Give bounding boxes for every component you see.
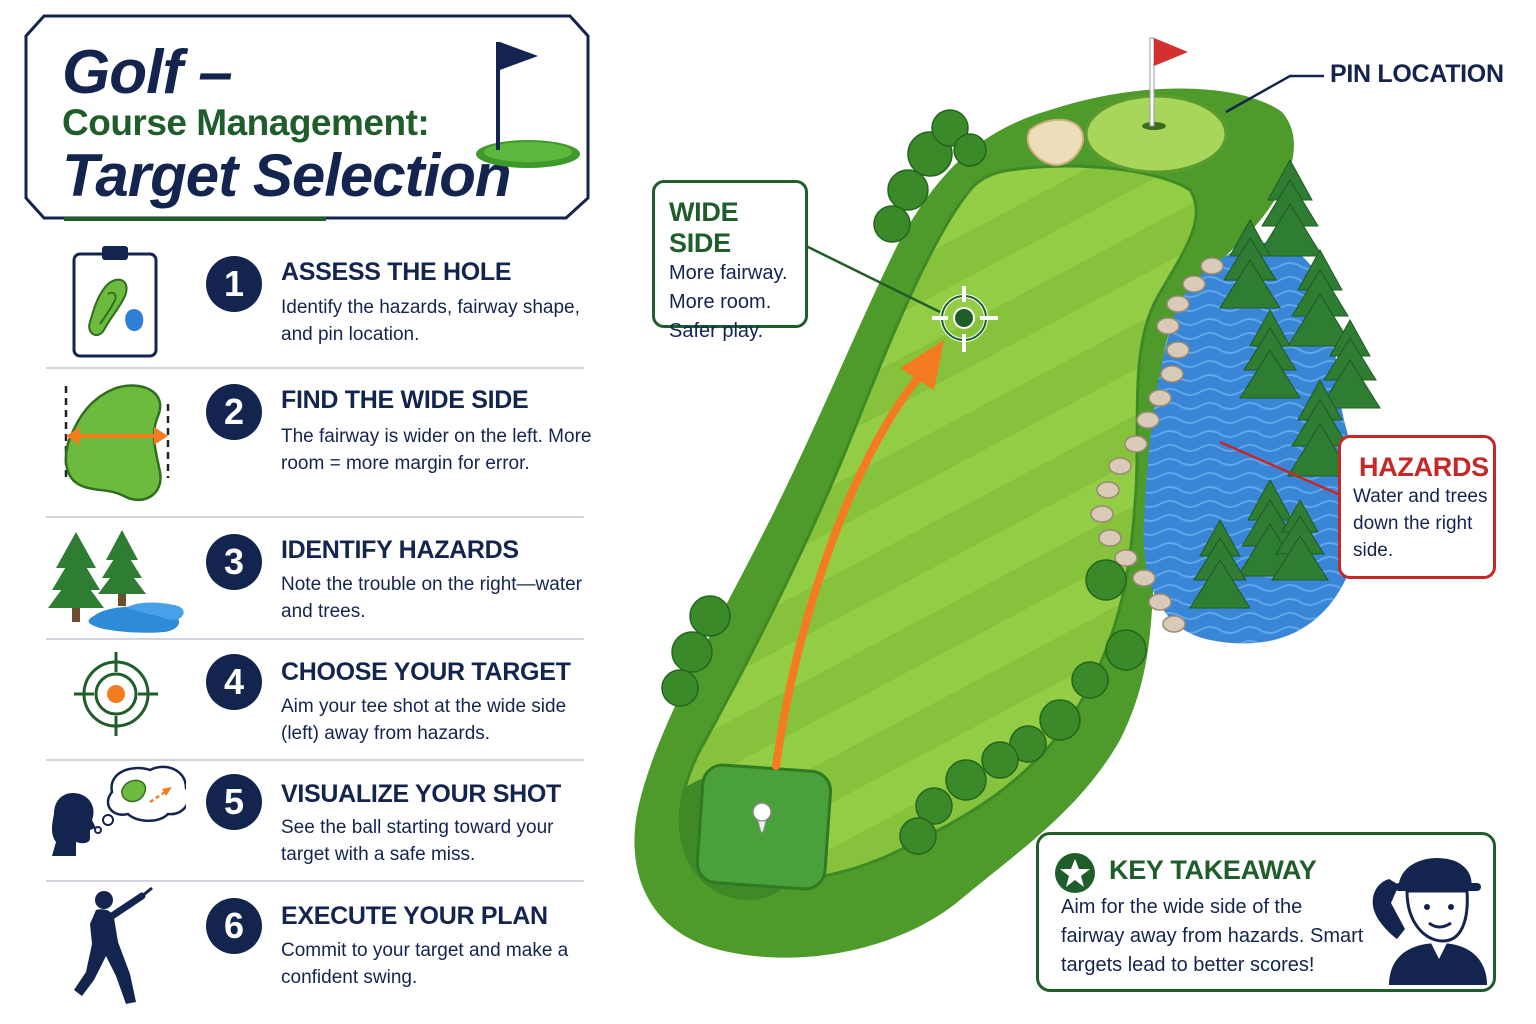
pin-flag-icon bbox=[1142, 37, 1188, 130]
step-2-heading: FIND THE WIDE SIDE bbox=[281, 386, 529, 414]
step-6-body: Commit to your target and make a confide… bbox=[281, 940, 569, 988]
bunker bbox=[1026, 118, 1085, 167]
green bbox=[1084, 94, 1228, 174]
step-divider bbox=[46, 638, 584, 640]
hazards-leader bbox=[1219, 440, 1339, 496]
aim-target-icon bbox=[932, 286, 998, 352]
trees-water-icon bbox=[48, 530, 184, 633]
shot-path-arrow bbox=[772, 340, 944, 770]
key-takeaway-card: KEY TAKEAWAY Aim for the wide side of th… bbox=[1036, 832, 1496, 992]
step-1-number: 1 bbox=[206, 256, 262, 312]
title-underline bbox=[64, 217, 326, 221]
golfer-swing-icon bbox=[74, 886, 153, 1004]
flag-green-icon bbox=[476, 42, 580, 168]
step-5: 5 VISUALIZE YOUR SHOT See the ball start… bbox=[46, 762, 584, 878]
hazards-line-1: Water and trees bbox=[1353, 486, 1488, 507]
pin-location-label: PIN LOCATION bbox=[1330, 60, 1504, 88]
pine-trees bbox=[1189, 158, 1381, 609]
step-3: 3 IDENTIFY HAZARDS Note the trouble on t… bbox=[46, 528, 584, 636]
wide-side-callout: WIDE SIDE More fairway. More room. Safer… bbox=[652, 180, 808, 342]
step-6: 6 EXECUTE YOUR PLAN Commit to your targe… bbox=[46, 884, 584, 1008]
step-2-number: 2 bbox=[206, 384, 262, 440]
step-divider bbox=[46, 367, 584, 369]
fairway-width-icon bbox=[64, 384, 170, 502]
step-2: 2 FIND THE WIDE SIDE The fairway is wide… bbox=[46, 380, 591, 510]
title-card: Golf – Course Management: Target Selecti… bbox=[24, 14, 590, 221]
wide-side-line-2: More room. bbox=[669, 291, 772, 313]
key-takeaway-body: Aim for the wide side of the fairway awa… bbox=[1061, 896, 1364, 976]
hole-illustration bbox=[634, 37, 1381, 958]
step-3-body: Note the trouble on the right—water and … bbox=[281, 574, 583, 622]
crosshair-target-icon bbox=[74, 652, 158, 736]
hazards-line-3: side. bbox=[1353, 540, 1394, 561]
step-5-body: See the ball starting toward your target… bbox=[281, 817, 554, 865]
step-4-heading: CHOOSE YOUR TARGET bbox=[281, 658, 571, 686]
step-5-heading: VISUALIZE YOUR SHOT bbox=[281, 780, 561, 808]
wide-side-line-3: Safer play. bbox=[669, 320, 764, 342]
step-divider bbox=[46, 759, 584, 761]
step-6-number: 6 bbox=[206, 898, 262, 954]
step-divider bbox=[46, 516, 584, 518]
hazards-callout: HAZARDS Water and trees down the right s… bbox=[1338, 435, 1496, 579]
title-line-2: Course Management: bbox=[62, 102, 430, 143]
star-badge-icon bbox=[1055, 853, 1095, 893]
golfer-salute-icon bbox=[1372, 857, 1487, 985]
step-3-number: 3 bbox=[206, 534, 262, 590]
step-4: 4 CHOOSE YOUR TARGET Aim your tee shot a… bbox=[46, 650, 584, 758]
step-2-body: The fairway is wider on the left. More r… bbox=[281, 426, 592, 474]
clipboard-hole-map-icon bbox=[72, 246, 158, 358]
visualize-thought-icon bbox=[52, 765, 186, 856]
wide-side-leader bbox=[805, 244, 941, 314]
bushes bbox=[661, 109, 1147, 855]
step-1-heading: ASSESS THE HOLE bbox=[281, 258, 512, 286]
step-3-heading: IDENTIFY HAZARDS bbox=[281, 536, 519, 564]
golf-ball-icon bbox=[752, 802, 772, 822]
stones bbox=[1090, 257, 1224, 633]
hazards-heading: HAZARDS bbox=[1359, 452, 1489, 482]
pin-leader bbox=[1225, 74, 1324, 114]
step-6-heading: EXECUTE YOUR PLAN bbox=[281, 902, 548, 930]
step-4-number: 4 bbox=[206, 654, 262, 710]
step-5-number: 5 bbox=[206, 774, 262, 830]
wide-side-heading: WIDE SIDE bbox=[669, 197, 739, 258]
title-line-3: Target Selection bbox=[62, 142, 512, 209]
title-frame bbox=[24, 14, 590, 220]
tee-box bbox=[678, 763, 833, 900]
hazards-line-2: down the right bbox=[1353, 513, 1473, 534]
step-4-body: Aim your tee shot at the wide side (left… bbox=[281, 696, 567, 744]
title-line-1: Golf – bbox=[62, 38, 233, 107]
step-1-body: Identify the hazards, fairway shape, and… bbox=[281, 297, 580, 345]
wide-side-line-1: More fairway. bbox=[669, 262, 788, 284]
step-1: 1 ASSESS THE HOLE Identify the hazards, … bbox=[46, 244, 584, 364]
step-divider bbox=[46, 880, 584, 882]
key-takeaway-heading: KEY TAKEAWAY bbox=[1109, 855, 1317, 885]
